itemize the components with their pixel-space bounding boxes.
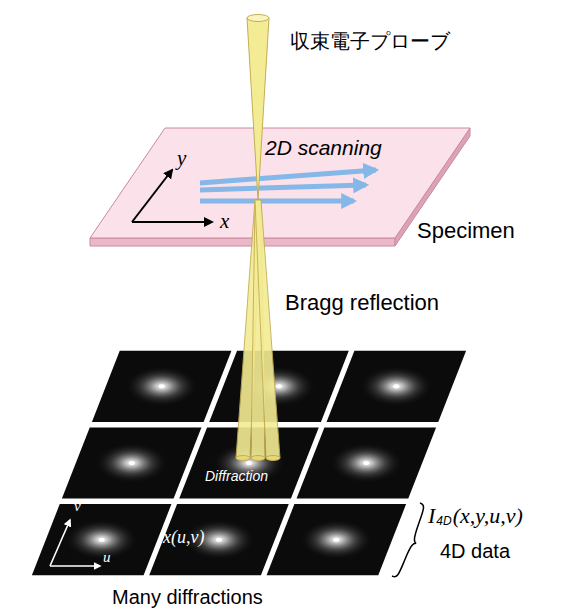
formula-symbol: I xyxy=(428,503,435,528)
diffraction-tile xyxy=(149,504,289,575)
scan-label: 2D scanning xyxy=(265,136,382,160)
caption-label: Many diffractions xyxy=(112,586,263,609)
curly-brace xyxy=(392,503,424,577)
central-spot xyxy=(333,538,339,542)
central-spot xyxy=(363,461,369,465)
diffraction-pattern xyxy=(96,443,168,483)
diffraction-tile xyxy=(62,427,202,498)
pattern-formula: x(u,v) xyxy=(163,527,204,548)
scan-arrow xyxy=(200,185,366,190)
bragg-beam xyxy=(255,200,280,461)
central-spot xyxy=(246,461,252,465)
diffraction-pattern xyxy=(126,366,198,406)
diffraction-tile xyxy=(209,351,349,422)
probe-label: 収束電子プローブ xyxy=(290,30,450,53)
central-spot xyxy=(159,384,165,388)
diffraction-pattern xyxy=(330,443,402,483)
u-axis xyxy=(50,565,100,567)
axis-label: v xyxy=(74,498,81,515)
axis-label: y xyxy=(177,146,186,170)
probe-top xyxy=(247,15,269,22)
y-axis xyxy=(132,170,172,222)
formula-arguments: (x,y,u,v) xyxy=(453,503,523,528)
slab-front-face xyxy=(90,238,395,246)
specimen-label: Specimen xyxy=(417,218,515,243)
axis-label: x xyxy=(220,209,229,233)
diffraction-label: Diffraction xyxy=(205,468,268,484)
diffraction-tile xyxy=(267,504,407,575)
electron-probe xyxy=(247,18,269,200)
v-axis xyxy=(50,520,70,566)
reflection-label: Bragg reflection xyxy=(285,290,439,315)
x-axis xyxy=(132,221,212,223)
diffraction-tile xyxy=(297,427,437,498)
diffraction-pattern xyxy=(360,366,432,406)
axis-label: u xyxy=(103,549,111,566)
central-spot xyxy=(276,384,282,388)
diffraction-tile xyxy=(32,504,172,575)
central-spot xyxy=(129,461,135,465)
diffraction-tile xyxy=(92,351,232,422)
scan-arrow xyxy=(200,170,376,183)
data-label: 4D data xyxy=(440,540,510,563)
central-spot xyxy=(216,538,222,542)
central-spot xyxy=(393,384,399,388)
diffraction-pattern xyxy=(66,520,138,560)
diffraction-pattern xyxy=(300,520,372,560)
central-spot xyxy=(99,538,105,542)
slab-top-face xyxy=(90,128,470,238)
formula-subscript: 4D xyxy=(436,515,451,529)
diffraction-tile xyxy=(327,351,467,422)
scan-arrow xyxy=(200,199,354,204)
